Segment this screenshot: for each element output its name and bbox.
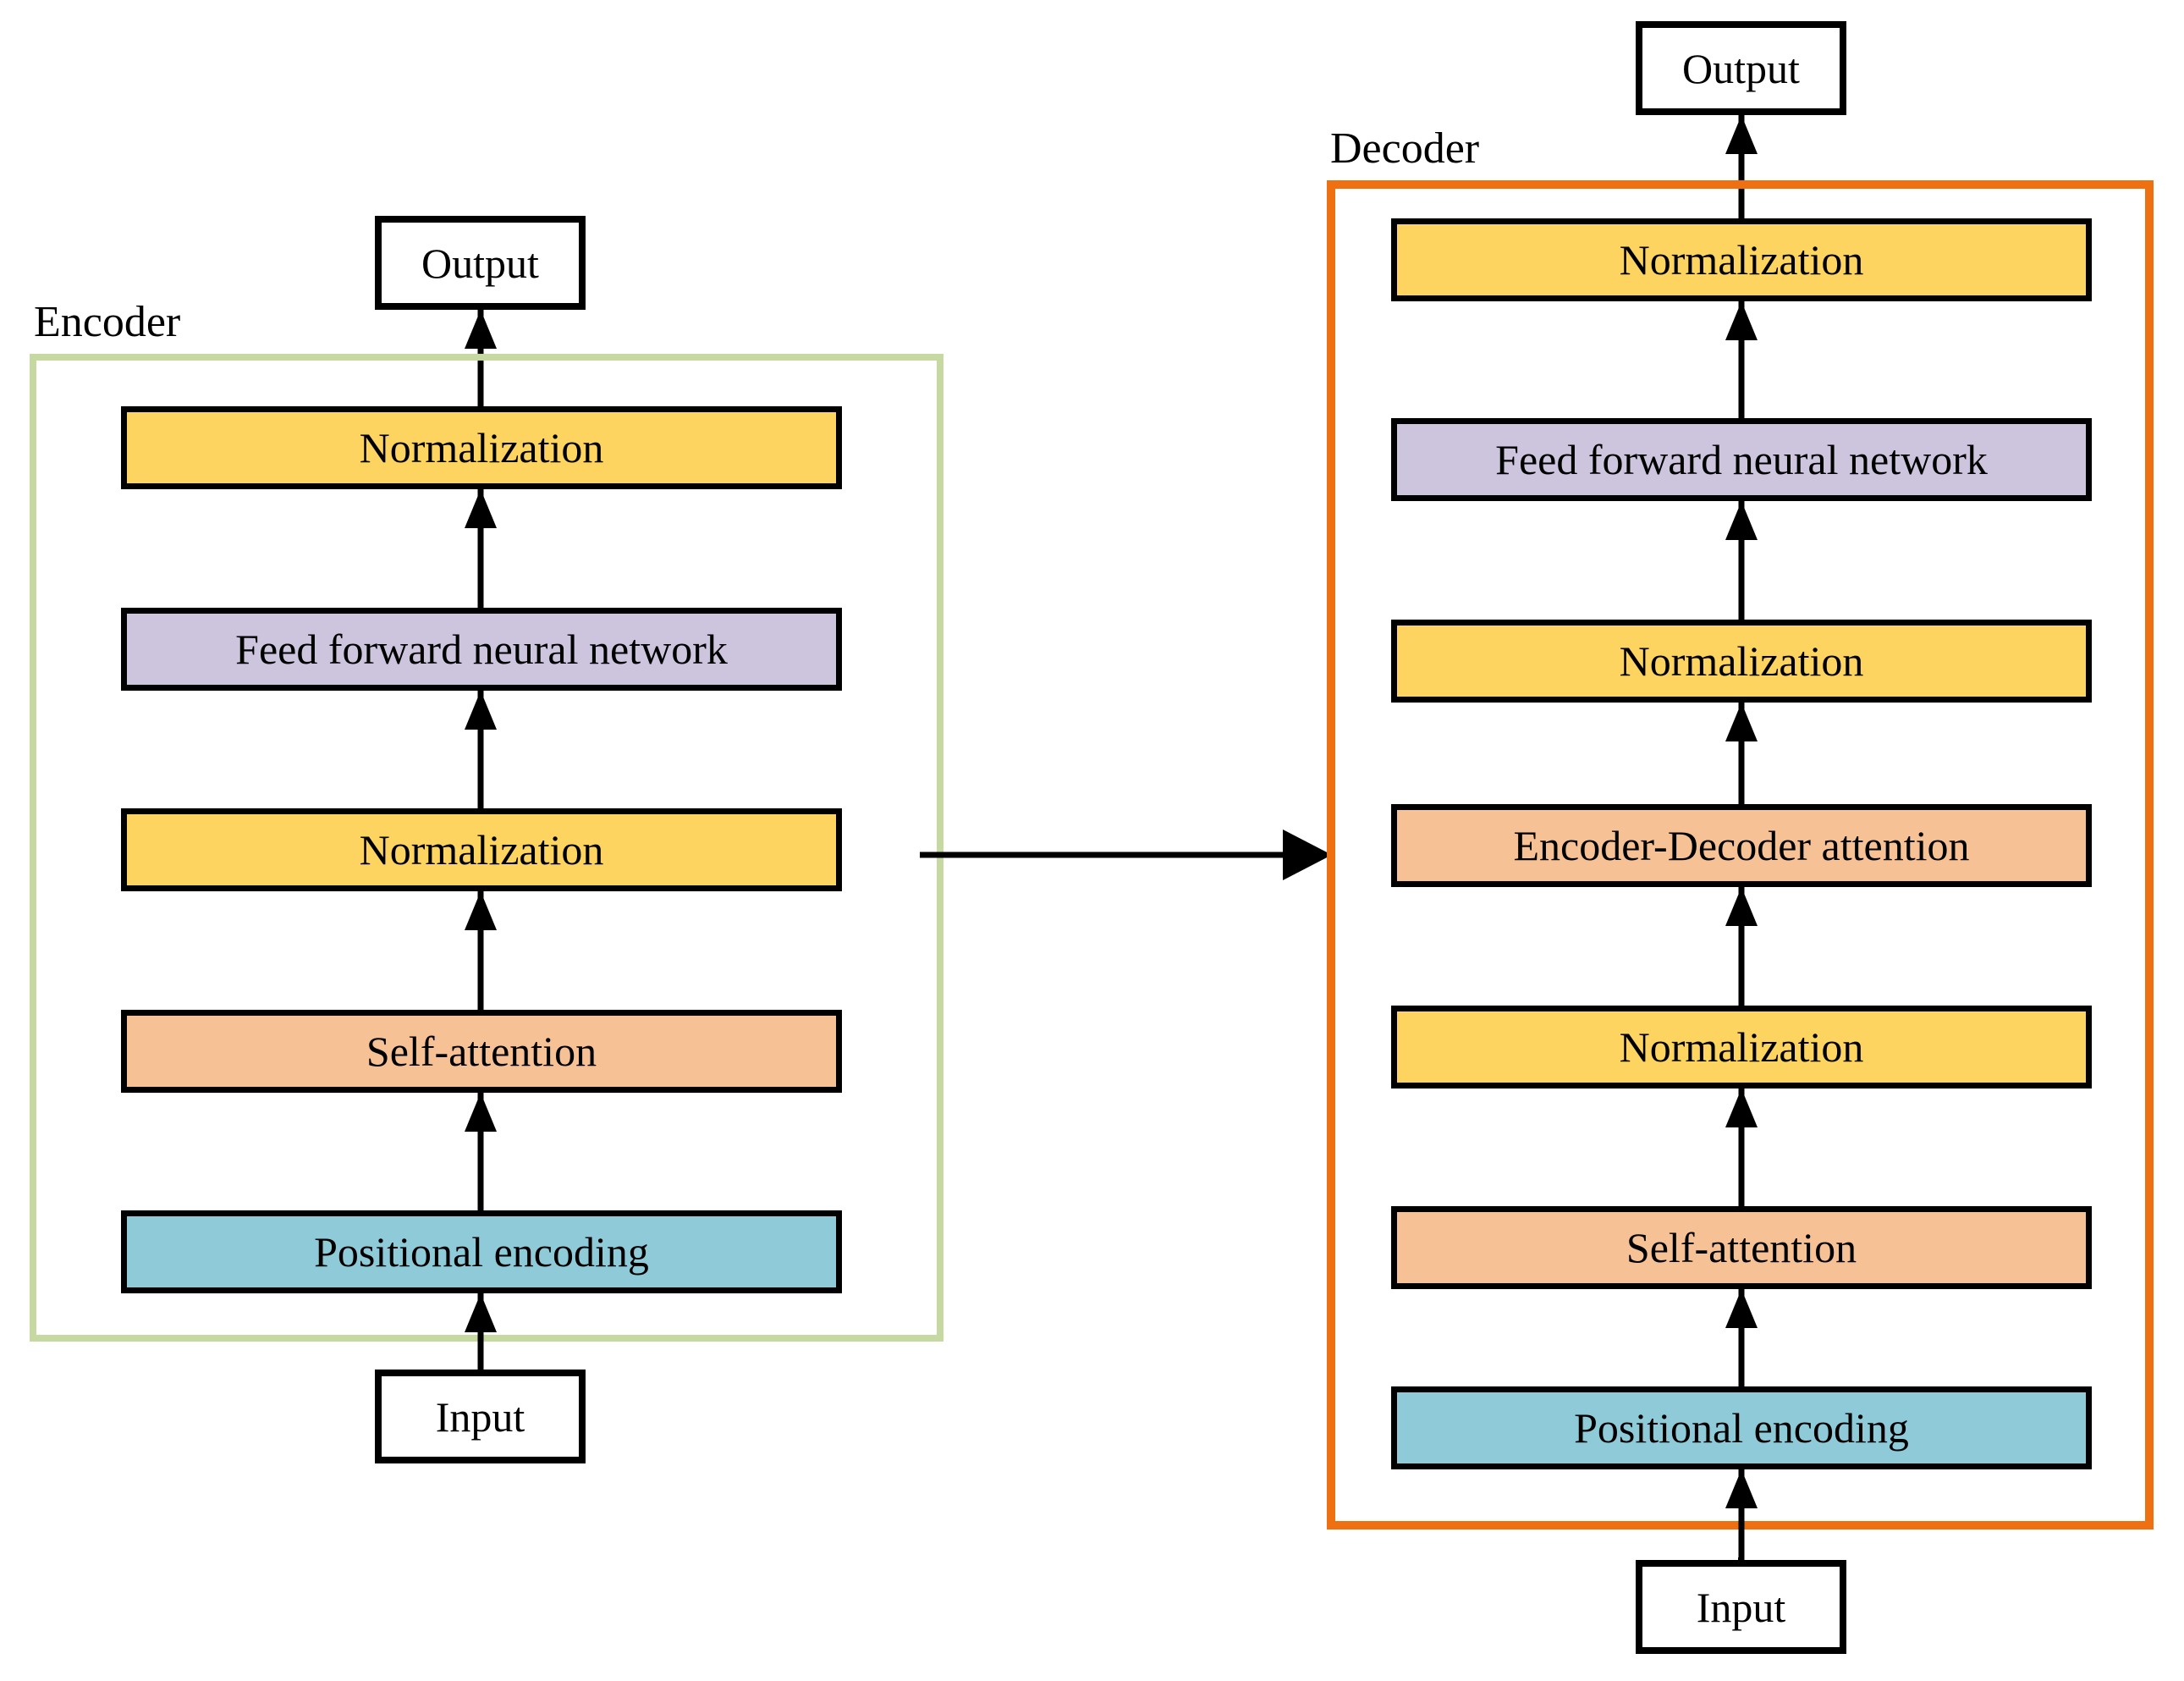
decoder-layer-label: Encoder-Decoder attention bbox=[1513, 822, 1970, 869]
arrow-shaft bbox=[1738, 1289, 1744, 1386]
decoder-output-box: Output bbox=[1636, 21, 1846, 115]
encoder-to-decoder-connector-arrow bbox=[920, 829, 1332, 880]
encoder-arrow-selfattn-to-norm bbox=[464, 891, 497, 1010]
arrow-head-up-icon bbox=[464, 1293, 497, 1332]
arrow-head-up-icon bbox=[1725, 501, 1758, 540]
encoder-arrow-ffn-to-norm-top bbox=[464, 489, 497, 608]
arrow-shaft bbox=[1738, 1469, 1744, 1575]
encoder-input-box: Input bbox=[375, 1370, 586, 1463]
arrow-head-up-icon bbox=[1725, 887, 1758, 926]
decoder-arrow-encdecattn-to-norm bbox=[1725, 703, 1758, 804]
decoder-arrow-ffn-to-norm-top bbox=[1725, 301, 1758, 418]
arrow-shaft bbox=[477, 489, 483, 608]
decoder-layer-normalization-upper-mid[interactable]: Normalization bbox=[1391, 620, 2092, 703]
arrow-head-up-icon bbox=[464, 691, 497, 730]
arrow-head-up-icon bbox=[464, 1093, 497, 1132]
encoder-layer-self-attention[interactable]: Self-attention bbox=[121, 1010, 842, 1093]
encoder-arrow-input-to-posenc bbox=[464, 1293, 497, 1403]
arrow-shaft bbox=[1738, 501, 1744, 620]
arrow-head-up-icon bbox=[464, 310, 497, 349]
arrow-head-up-icon bbox=[1725, 703, 1758, 741]
encoder-layer-normalization-top[interactable]: Normalization bbox=[121, 406, 842, 489]
decoder-arrow-input-to-posenc bbox=[1725, 1469, 1758, 1575]
encoder-input-label: Input bbox=[435, 1392, 525, 1441]
encoder-output-box: Output bbox=[375, 216, 586, 310]
arrow-head-up-icon bbox=[1725, 1289, 1758, 1328]
decoder-layer-normalization-top[interactable]: Normalization bbox=[1391, 218, 2092, 301]
decoder-arrow-posenc-to-selfattn bbox=[1725, 1289, 1758, 1386]
encoder-arrow-norm-to-ffn bbox=[464, 691, 497, 808]
decoder-layer-label: Normalization bbox=[1619, 236, 1864, 284]
encoder-output-label: Output bbox=[421, 239, 539, 287]
decoder-arrow-selfattn-to-norm bbox=[1725, 1089, 1758, 1206]
decoder-layer-normalization-lower-mid[interactable]: Normalization bbox=[1391, 1006, 2092, 1089]
arrow-shaft bbox=[477, 1293, 483, 1403]
decoder-layer-self-attention[interactable]: Self-attention bbox=[1391, 1206, 2092, 1289]
decoder-layer-label: Self-attention bbox=[1626, 1224, 1857, 1271]
encoder-layer-label: Feed forward neural network bbox=[235, 626, 728, 673]
encoder-layer-label: Normalization bbox=[359, 424, 604, 471]
arrow-head-up-icon bbox=[1725, 115, 1758, 154]
decoder-arrow-norm-to-encdecattn bbox=[1725, 887, 1758, 1006]
encoder-container-label: Encoder bbox=[34, 298, 181, 346]
arrow-shaft bbox=[1738, 887, 1744, 1006]
arrow-shaft bbox=[477, 691, 483, 808]
decoder-layer-label: Normalization bbox=[1619, 1023, 1864, 1071]
encoder-layer-normalization-mid[interactable]: Normalization bbox=[121, 808, 842, 891]
decoder-input-label: Input bbox=[1696, 1583, 1786, 1631]
encoder-layer-label: Positional encoding bbox=[314, 1228, 649, 1276]
decoder-layer-label: Normalization bbox=[1619, 637, 1864, 685]
decoder-layer-positional-encoding[interactable]: Positional encoding bbox=[1391, 1386, 2092, 1469]
arrow-shaft bbox=[920, 852, 1309, 858]
arrow-shaft bbox=[1738, 703, 1744, 804]
decoder-layer-label: Positional encoding bbox=[1574, 1404, 1909, 1452]
decoder-container-label: Decoder bbox=[1330, 124, 1480, 173]
decoder-layer-label: Feed forward neural network bbox=[1495, 436, 1988, 483]
decoder-arrow-norm-to-ffn bbox=[1725, 501, 1758, 620]
arrow-head-up-icon bbox=[1725, 1469, 1758, 1508]
decoder-layer-encoder-decoder-attention[interactable]: Encoder-Decoder attention bbox=[1391, 804, 2092, 887]
arrow-shaft bbox=[477, 891, 483, 1010]
decoder-arrow-to-output bbox=[1725, 115, 1758, 218]
encoder-layer-positional-encoding[interactable]: Positional encoding bbox=[121, 1210, 842, 1293]
arrow-head-up-icon bbox=[464, 891, 497, 930]
encoder-layer-feed-forward[interactable]: Feed forward neural network bbox=[121, 608, 842, 691]
arrow-head-up-icon bbox=[464, 489, 497, 528]
arrow-head-up-icon bbox=[1725, 1089, 1758, 1127]
encoder-arrow-posenc-to-selfattn bbox=[464, 1093, 497, 1210]
decoder-input-box: Input bbox=[1636, 1560, 1846, 1654]
arrow-shaft bbox=[1738, 1089, 1744, 1206]
arrow-shaft bbox=[1738, 115, 1744, 218]
arrow-shaft bbox=[477, 1093, 483, 1210]
encoder-layer-label: Normalization bbox=[359, 826, 604, 874]
decoder-layer-feed-forward[interactable]: Feed forward neural network bbox=[1391, 418, 2092, 501]
arrow-head-up-icon bbox=[1725, 301, 1758, 340]
encoder-container bbox=[30, 354, 943, 1342]
arrow-shaft bbox=[1738, 301, 1744, 418]
decoder-output-label: Output bbox=[1682, 44, 1800, 92]
encoder-layer-label: Self-attention bbox=[366, 1028, 597, 1075]
arrow-head-right-icon bbox=[1283, 829, 1332, 880]
